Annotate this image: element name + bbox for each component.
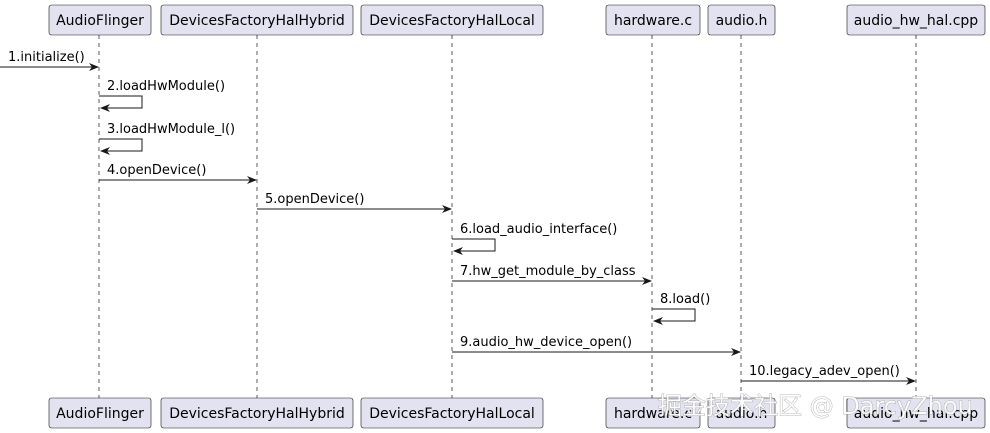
message-3: 3.loadHwModule_l() <box>99 122 235 155</box>
message-7: 7.hw_get_module_by_class <box>452 264 652 285</box>
participant-audioflinger-bottom: AudioFlinger <box>48 397 152 429</box>
participant-devicesfactoryhalhybrid-bottom: DevicesFactoryHalHybrid <box>160 397 354 429</box>
participant-label: audio.h <box>716 13 768 29</box>
message-10: 10.legacy_adev_open() <box>741 364 916 385</box>
participant-label: hardware.c <box>614 13 692 29</box>
participant-box <box>360 397 544 429</box>
participant-hardware-c-bottom: hardware.c <box>605 397 701 429</box>
participant-label: AudioFlinger <box>56 13 144 29</box>
participant-devicesfactoryhallocal-top: DevicesFactoryHalLocal <box>360 4 544 36</box>
participant-audioflinger-top: AudioFlinger <box>48 4 152 36</box>
self-message-arrow <box>99 138 143 155</box>
participant-box <box>160 4 354 36</box>
participant-box <box>360 4 544 36</box>
participant-label: DevicesFactoryHalHybrid <box>169 406 345 422</box>
participant-audio-hw-hal-cpp-top: audio_hw_hal.cpp <box>846 4 986 36</box>
message-label: 7.hw_get_module_by_class <box>460 264 636 279</box>
participant-label: DevicesFactoryHalLocal <box>369 13 535 29</box>
participant-box <box>605 4 701 36</box>
self-message-arrow <box>452 238 496 255</box>
message-label: 2.loadHwModule() <box>107 79 225 94</box>
message-6: 6.load_audio_interface() <box>452 222 617 255</box>
watermark: 掘金技术社区 @ DarcyZhou <box>658 392 973 420</box>
message-4: 4.openDevice() <box>99 163 257 184</box>
message-9: 9.audio_hw_device_open() <box>452 335 741 356</box>
message-label: 5.openDevice() <box>265 192 364 207</box>
participant-box <box>605 397 701 429</box>
messages: 1.initialize() 2.loadHwModule() 3.loadHwMo… <box>0 50 916 385</box>
message-2: 2.loadHwModule() <box>99 79 225 112</box>
participant-box <box>707 4 776 36</box>
participant-audio-h-top: audio.h <box>707 4 776 36</box>
participant-audio-hw-hal-cpp-bottom: audio_hw_hal.cpp <box>846 397 986 429</box>
participant-row-top: AudioFlinger DevicesFactoryHalHybrid Devic… <box>48 4 986 36</box>
self-message-arrow <box>652 308 696 325</box>
participant-label: audio_hw_hal.cpp <box>854 13 978 29</box>
participant-devicesfactoryhallocal-bottom: DevicesFactoryHalLocal <box>360 397 544 429</box>
self-message-arrow <box>99 95 143 112</box>
message-label: 8.load() <box>660 292 710 307</box>
participant-label: DevicesFactoryHalHybrid <box>169 13 345 29</box>
participant-devicesfactoryhalhybrid-top: DevicesFactoryHalHybrid <box>160 4 354 36</box>
participant-hardware-c-top: hardware.c <box>605 4 701 36</box>
message-8: 8.load() <box>652 292 710 325</box>
message-1: 1.initialize() <box>0 50 99 71</box>
message-label: 6.load_audio_interface() <box>460 222 617 237</box>
participant-row-bottom: AudioFlinger DevicesFactoryHalHybrid Devic… <box>48 397 986 429</box>
participant-box <box>846 397 986 429</box>
message-label: 4.openDevice() <box>107 163 206 178</box>
participant-box <box>707 397 776 429</box>
participant-label: DevicesFactoryHalLocal <box>369 406 535 422</box>
message-label: 1.initialize() <box>8 50 85 65</box>
participant-box <box>846 4 986 36</box>
message-label: 3.loadHwModule_l() <box>107 122 235 137</box>
message-label: 9.audio_hw_device_open() <box>460 335 632 350</box>
participant-label: audio.h <box>716 406 768 422</box>
participant-box <box>48 4 152 36</box>
participant-label: AudioFlinger <box>56 406 144 422</box>
participant-box <box>48 397 152 429</box>
participant-box <box>160 397 354 429</box>
participant-label: audio_hw_hal.cpp <box>854 406 978 422</box>
participant-label: hardware.c <box>614 406 692 422</box>
message-label: 10.legacy_adev_open() <box>749 364 900 379</box>
participant-audio-h-bottom: audio.h <box>707 397 776 429</box>
message-5: 5.openDevice() <box>257 192 452 213</box>
